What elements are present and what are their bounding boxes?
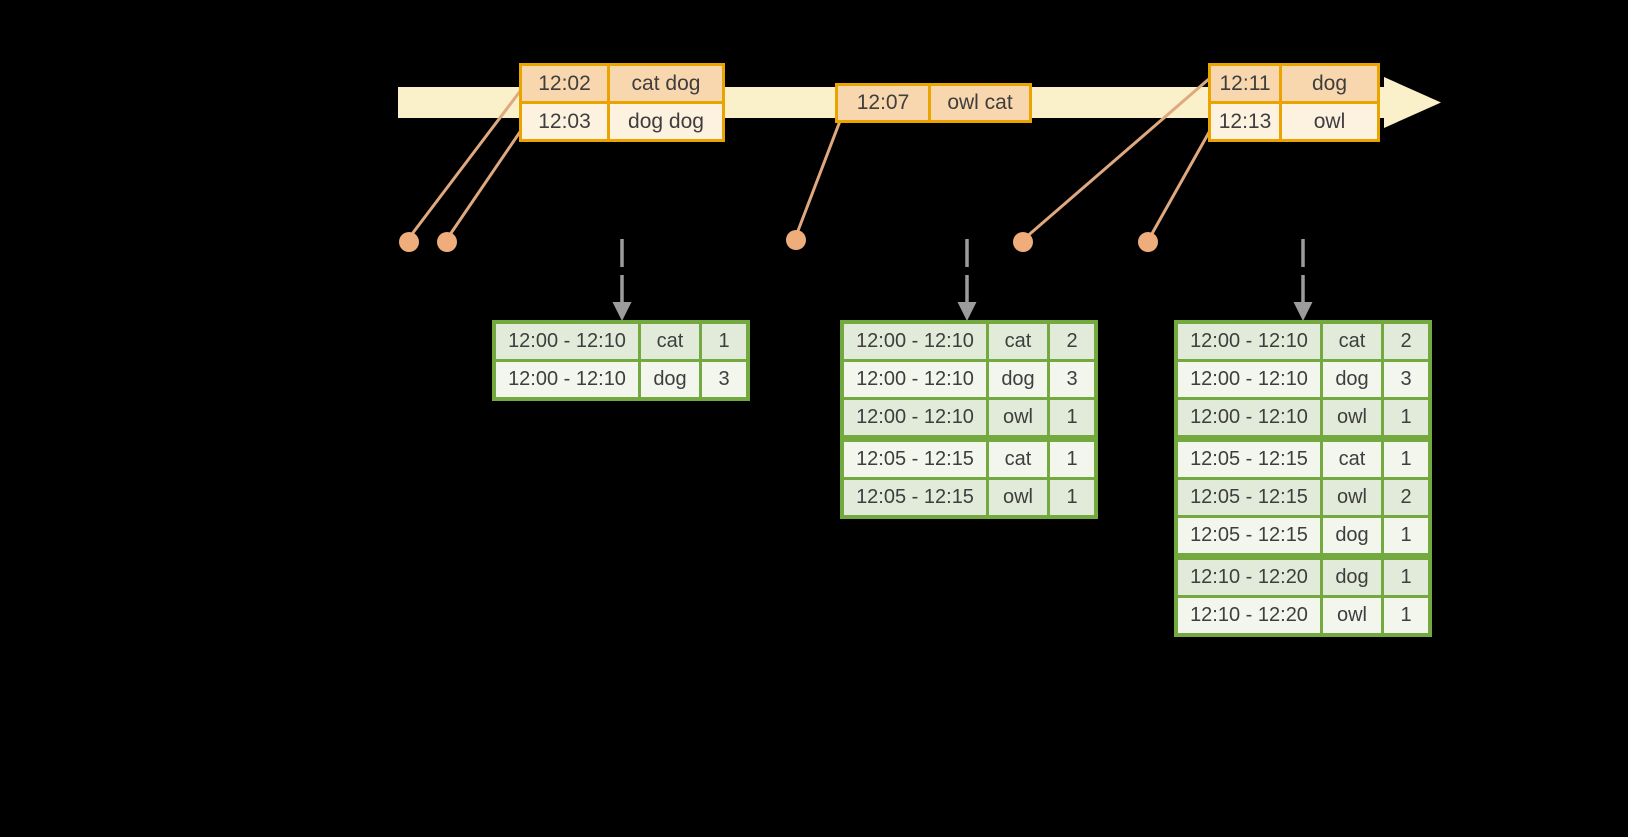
connector-line <box>794 119 842 238</box>
connector-line <box>1147 125 1214 241</box>
window-cell: 12:05 - 12:15 <box>1178 480 1320 515</box>
word-cell: owl <box>1323 480 1381 515</box>
connector-line <box>1022 76 1212 241</box>
word-cell: owl <box>989 480 1047 515</box>
word-cell: cat <box>641 324 699 359</box>
count-cell: 1 <box>1050 480 1094 515</box>
event-dot <box>1138 232 1158 252</box>
word-cell: owl <box>989 400 1047 435</box>
window-cell: 12:05 - 12:15 <box>844 480 986 515</box>
word-cell: owl <box>1323 400 1381 435</box>
event-time-cell: 12:03 <box>522 104 607 139</box>
word-cell: cat <box>989 442 1047 477</box>
count-cell: 1 <box>1384 598 1428 633</box>
count-cell: 1 <box>702 324 746 359</box>
event-dot <box>1013 232 1033 252</box>
window-cell: 12:10 - 12:20 <box>1178 560 1320 595</box>
word-cell: cat <box>989 324 1047 359</box>
trigger-arrowhead-icon <box>957 302 977 321</box>
window-cell: 12:00 - 12:10 <box>1178 362 1320 397</box>
event-dot <box>399 232 419 252</box>
count-cell: 3 <box>702 362 746 397</box>
word-cell: owl <box>1323 598 1381 633</box>
window-cell: 12:05 - 12:15 <box>1178 518 1320 553</box>
window-cell: 12:00 - 12:10 <box>496 362 638 397</box>
event-time-cell: 12:13 <box>1211 104 1279 139</box>
count-cell: 1 <box>1050 442 1094 477</box>
count-cell: 1 <box>1384 518 1428 553</box>
window-cell: 12:00 - 12:10 <box>1178 324 1320 359</box>
event-time-cell: 12:02 <box>522 66 607 101</box>
window-cell: 12:10 - 12:20 <box>1178 598 1320 633</box>
timeline-arrowhead-icon <box>1384 77 1441 128</box>
word-cell: cat <box>1323 324 1381 359</box>
count-cell: 1 <box>1384 400 1428 435</box>
trigger-arrowhead-icon <box>612 302 632 321</box>
event-words-cell: dog dog <box>610 104 722 139</box>
event-words-cell: dog <box>1282 66 1377 101</box>
window-cell: 12:00 - 12:10 <box>844 324 986 359</box>
count-cell: 1 <box>1384 560 1428 595</box>
event-time-cell: 12:11 <box>1211 66 1279 101</box>
word-cell: cat <box>1323 442 1381 477</box>
window-cell: 12:00 - 12:10 <box>844 362 986 397</box>
count-cell: 3 <box>1050 362 1094 397</box>
word-cell: dog <box>1323 560 1381 595</box>
event-words-cell: cat dog <box>610 66 722 101</box>
event-time-cell: 12:07 <box>838 86 928 120</box>
window-cell: 12:00 - 12:10 <box>496 324 638 359</box>
window-cell: 12:05 - 12:15 <box>1178 442 1320 477</box>
count-cell: 2 <box>1050 324 1094 359</box>
event-dot <box>437 232 457 252</box>
window-cell: 12:05 - 12:15 <box>844 442 986 477</box>
event-words-cell: owl <box>1282 104 1377 139</box>
count-cell: 1 <box>1050 400 1094 435</box>
connector-line <box>407 88 523 240</box>
count-cell: 3 <box>1384 362 1428 397</box>
trigger-arrowhead-icon <box>1293 302 1313 321</box>
count-cell: 2 <box>1384 324 1428 359</box>
window-cell: 12:00 - 12:10 <box>844 400 986 435</box>
event-words-cell: owl cat <box>931 86 1029 120</box>
word-cell: dog <box>1323 362 1381 397</box>
word-cell: dog <box>989 362 1047 397</box>
event-dot <box>786 230 806 250</box>
word-cell: dog <box>1323 518 1381 553</box>
window-cell: 12:00 - 12:10 <box>1178 400 1320 435</box>
count-cell: 2 <box>1384 480 1428 515</box>
word-cell: dog <box>641 362 699 397</box>
count-cell: 1 <box>1384 442 1428 477</box>
connector-line <box>445 124 526 241</box>
